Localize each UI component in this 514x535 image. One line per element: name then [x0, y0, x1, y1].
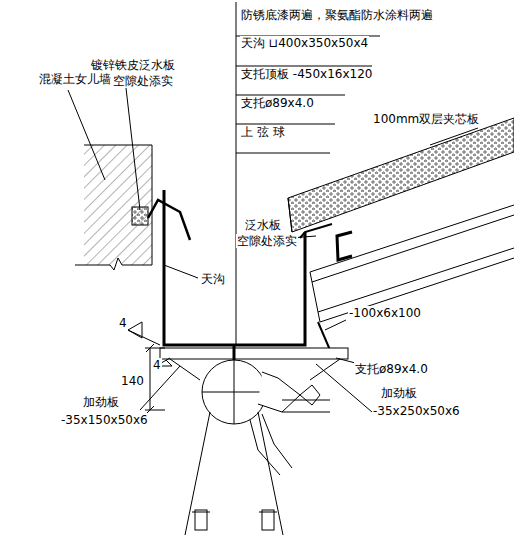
dimension: 140	[120, 374, 145, 388]
part-label: 100mm双层夹芯板	[372, 112, 480, 126]
part-label: 加劲板	[82, 395, 120, 409]
part-label: 上 弦 球	[240, 125, 286, 139]
dimension: -35x150x50x6	[60, 413, 149, 427]
note-text: 空隙处添实	[236, 234, 298, 248]
note-text: 防锈底漆两遍，聚氨酯防水涂料两遍	[240, 8, 434, 22]
part-label: 镀锌铁皮泛水板	[90, 58, 176, 72]
dimension: -35x250x50x6	[372, 404, 461, 418]
part-label: 泛水板	[244, 218, 282, 232]
note-text: 空隙处添实	[112, 74, 174, 88]
weld-size: 4	[152, 358, 162, 372]
part-label: 支托ø89x4.0	[240, 96, 315, 110]
part-label: 支托顶板 -450x16x120	[240, 67, 373, 81]
part-label: 天沟	[200, 272, 226, 286]
dimension: -100x6x100	[348, 306, 422, 320]
part-label: 加劲板	[380, 386, 418, 400]
weld-size: 4	[118, 316, 128, 330]
part-label: 混凝土女儿墙	[38, 72, 112, 86]
part-label: 支托ø89x4.0	[354, 362, 429, 376]
part-label: 天沟 ⊔400x350x50x4	[240, 36, 369, 50]
